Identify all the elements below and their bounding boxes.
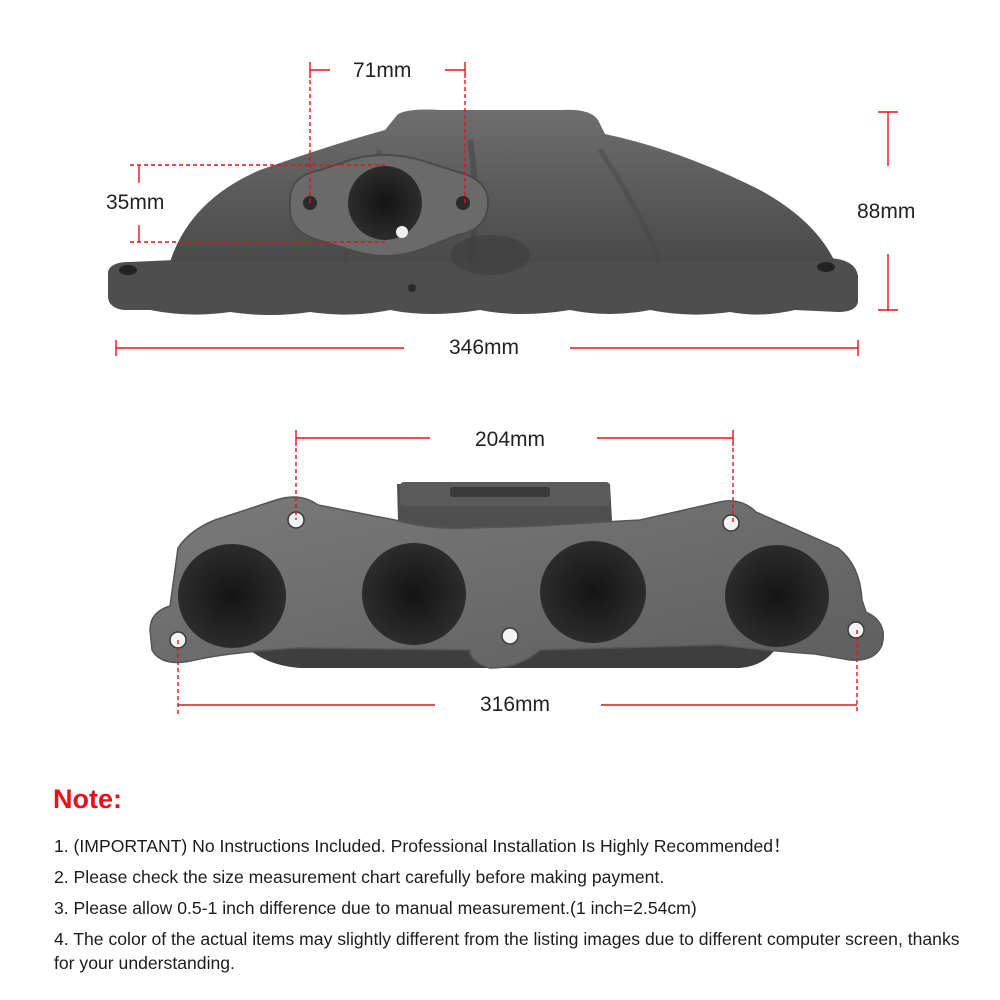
dimension-label-port-height: 35mm [106,191,165,214]
note-item: 4. The color of the actual items may sli… [54,929,960,973]
note-item: 2. Please check the size measurement cha… [54,867,665,887]
dimension-label-flange-bolt-spacing: 316mm [480,693,551,716]
note-item: 3. Please allow 0.5-1 inch difference du… [54,898,697,918]
exhaust-port [540,541,646,643]
dimension-label-bolt-spacing: 71mm [353,59,412,82]
turbo-port [348,166,422,240]
dimension-label-outer-bolt-spacing: 204mm [475,428,546,451]
note-item: 1. (IMPORTANT) No Instructions Included.… [54,836,791,856]
dimension-label-total-height: 88mm [857,200,916,223]
manifold-flange-plate [149,496,884,669]
exhaust-port [178,544,286,648]
exhaust-port [362,543,466,645]
dimension-label-total-length: 346mm [449,336,520,359]
dimension-lines [115,62,898,714]
note-list: 1. (IMPORTANT) No Instructions Included.… [54,834,964,982]
note-title: Note: [53,784,122,814]
manifold-top-view-image [108,109,858,315]
manifold-base-flange [108,258,858,315]
exhaust-port [725,545,829,647]
manifold-flange-view-image [149,482,884,669]
